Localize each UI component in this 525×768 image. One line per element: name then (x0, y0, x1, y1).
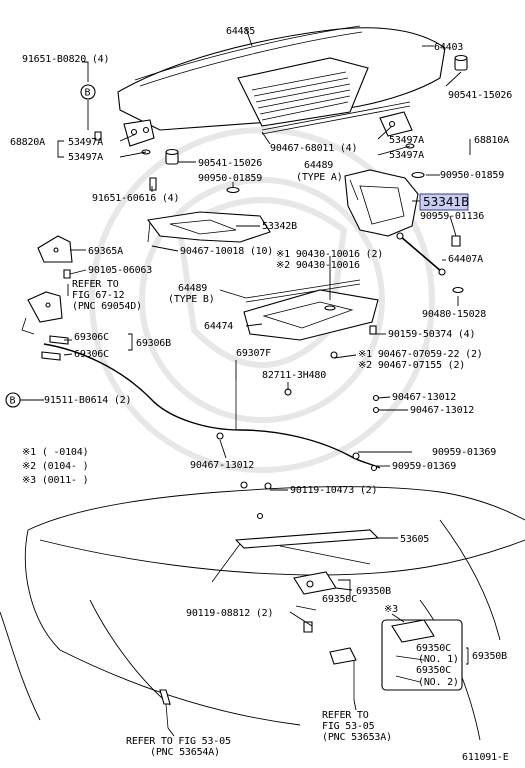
label-69350b-2: 69350B (472, 651, 507, 662)
label-90467-13012-left: 90467-13012 (190, 460, 254, 471)
label-90467-07155: ※2 90467-07155 (2) (358, 360, 465, 371)
label-refer-fig53-right-2: FIG 53-05 (322, 721, 375, 732)
label-90119-08812: 90119-08812 (2) (186, 608, 273, 619)
label-type-a: (TYPE A) (296, 172, 343, 183)
label-90950-01859-left: 90950-01859 (198, 173, 262, 184)
label-90950-01859-right: 90950-01859 (440, 170, 504, 181)
label-refer-fig67-2: FIG 67-12 (72, 290, 125, 301)
fasteners-mid (63, 269, 464, 359)
label-90480-15028: 90480-15028 (422, 309, 486, 320)
label-69350c-no2: 69350C (416, 665, 451, 676)
hood-seal-type-b (245, 279, 361, 303)
label-90467-10018: 90467-10018 (10) (180, 246, 273, 257)
label-refer-fig53-left-2: (PNC 53654A) (150, 747, 220, 758)
label-69350c: 69350C (322, 594, 357, 605)
label-type-b: (TYPE B) (168, 294, 215, 305)
label-refer-fig67-3: (PNC 69054D) (72, 301, 142, 312)
label-91651-60616: 91651-60616 (4) (92, 193, 179, 204)
lock-support-bracket (147, 211, 271, 243)
label-64407a: 64407A (448, 254, 483, 265)
label-91511-b0614: 91511-B0614 (2) (44, 395, 131, 406)
hood-support-rod (396, 232, 461, 276)
label-69350b-1: 69350B (356, 586, 391, 597)
release-bracket (37, 235, 73, 263)
air-duct-64474 (243, 289, 379, 341)
hood-insulator (344, 169, 419, 237)
label-90541-15026-mid: 90541-15026 (198, 158, 262, 169)
part-labels: 64485 64403 91651-B0820 (4) 90541-15026 … (5, 26, 512, 763)
label-circle-b-top: B (85, 88, 91, 99)
label-note3-mark: ※3 (384, 604, 398, 615)
label-90959-01136: 90959-01136 (420, 211, 484, 222)
label-64474: 64474 (204, 321, 233, 332)
hood-bumper-mid (165, 148, 179, 165)
label-69307f: 69307F (236, 348, 271, 359)
label-53341b: 53341B (423, 195, 469, 209)
release-cable (43, 343, 381, 472)
hood-bumper-top (454, 54, 468, 71)
label-69306c-1: 69306C (74, 332, 109, 343)
circle-marker-b-top (80, 84, 96, 100)
hood-hinge-left (123, 119, 155, 155)
hood-panel (117, 25, 446, 135)
label-no2: (NO. 2) (418, 677, 459, 688)
label-circle-b-bottom: B (10, 396, 16, 407)
note-2: ※2 (0104- ) (22, 461, 88, 472)
label-53497a-right-1: 53497A (389, 135, 424, 146)
label-90430-10016-2: ※2 90430-10016 (276, 260, 360, 271)
radiator-support-brace (211, 481, 380, 583)
label-91651-b0820: 91651-B0820 (4) (22, 54, 109, 65)
release-lever (21, 291, 69, 361)
label-90105-06063: 90105-06063 (88, 265, 152, 276)
label-90467-07059: ※1 90467-07059-22 (2) (358, 349, 483, 360)
note-3: ※3 (0011- ) (22, 475, 88, 486)
label-69350c-no1: 69350C (416, 643, 451, 654)
leader-lines (20, 27, 471, 737)
diagram-id: 611091-E (462, 752, 509, 763)
label-refer-fig67-1: REFER TO (72, 279, 119, 290)
label-82711-3h480: 82711-3H480 (262, 370, 326, 381)
inset-box-note3 (381, 619, 463, 691)
label-90430-10016-1: ※1 90430-10016 (2) (276, 249, 383, 260)
label-53342b: 53342B (262, 221, 297, 232)
note-1: ※1 ( -0104) (22, 447, 88, 458)
highlight-53341b (419, 193, 469, 211)
label-64489-type-a: 64489 (304, 160, 333, 171)
label-64403: 64403 (434, 42, 463, 53)
label-68810a: 68810A (474, 135, 509, 146)
hood-lock-brackets-bottom (159, 647, 357, 729)
label-90467-13012-r2: 90467-13012 (410, 405, 474, 416)
label-refer-fig53-left-1: REFER TO FIG 53-05 (126, 736, 231, 747)
label-68820a: 68820A (10, 137, 45, 148)
label-90541-15026-top: 90541-15026 (448, 90, 512, 101)
label-90959-01369-2: 90959-01369 (392, 461, 456, 472)
label-64485: 64485 (226, 26, 255, 37)
label-53497a-left-1: 53497A (68, 137, 103, 148)
label-69306b: 69306B (136, 338, 171, 349)
label-69306c-2: 69306C (74, 349, 109, 360)
label-refer-fig53-right-1: REFER TO (322, 710, 369, 721)
label-no1: (NO. 1) (418, 654, 459, 665)
label-69365a: 69365A (88, 246, 123, 257)
hood-lock-assembly (293, 571, 337, 633)
label-53497a-left-2: 53497A (68, 152, 103, 163)
label-90959-01369-1: 90959-01369 (432, 447, 496, 458)
label-53605: 53605 (400, 534, 429, 545)
label-refer-fig53-right-3: (PNC 53653A) (322, 732, 392, 743)
label-90467-13012-r1: 90467-13012 (392, 392, 456, 403)
label-64489-type-b: 64489 (178, 283, 207, 294)
label-90119-10473: 90119-10473 (2) (290, 485, 377, 496)
circle-marker-b-bottom (5, 392, 21, 408)
label-90159-50374: 90159-50374 (4) (388, 329, 475, 340)
fastener-small (94, 131, 425, 194)
label-90467-68011: 90467-68011 (4) (270, 143, 357, 154)
label-53497a-right-2: 53497A (389, 150, 424, 161)
